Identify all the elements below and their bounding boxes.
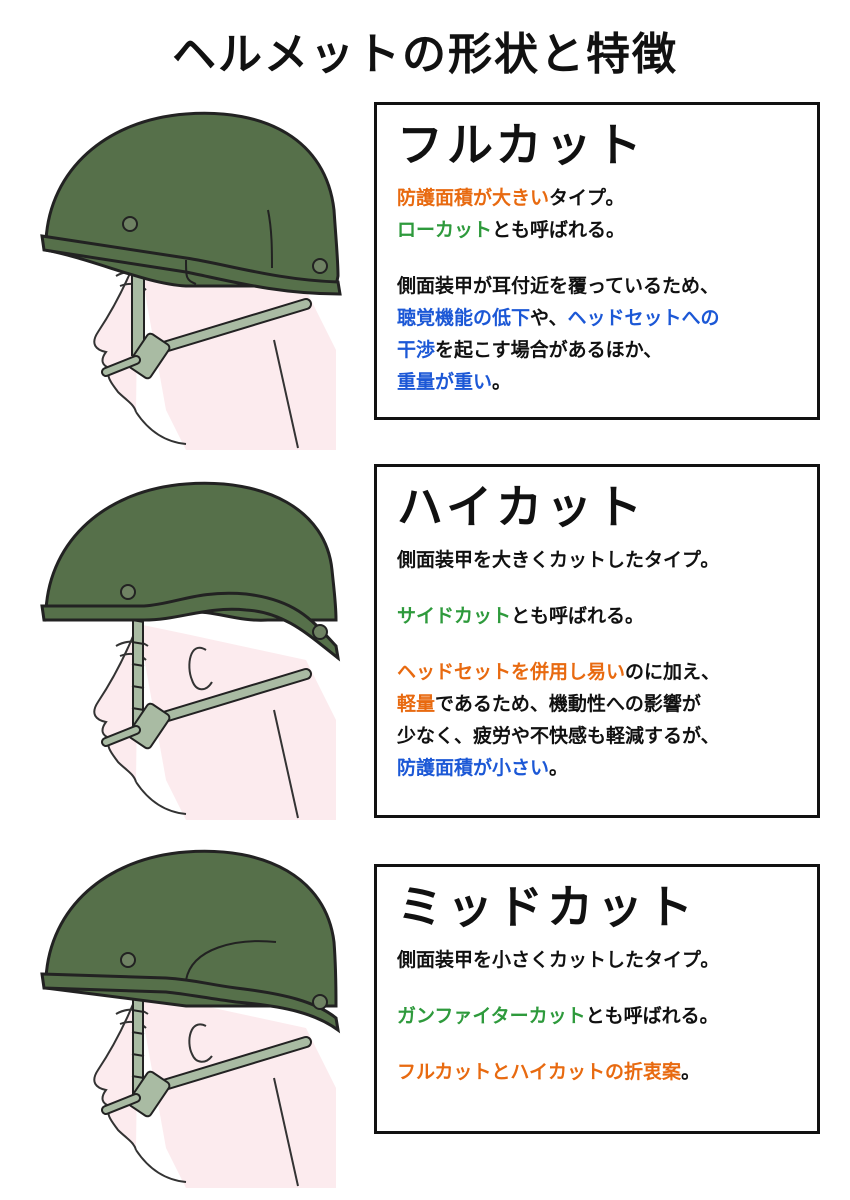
description-line: 防護面積が大きいタイプ。	[397, 182, 799, 214]
description-line: 重量が重い。	[397, 366, 799, 398]
text-segment: を起こす場合があるほか、	[435, 338, 663, 361]
highlight-green: ガンファイターカット	[397, 1004, 586, 1027]
card-title: ミッドカット	[397, 880, 697, 934]
description-line: 防護面積が小さい。	[397, 752, 799, 784]
description-line: 少なく、疲労や不快感も軽減するが、	[397, 720, 799, 752]
highlight-blue: ヘッドセットへの	[567, 306, 720, 329]
description-line: ヘッドセットを併用し易いのに加え、	[397, 656, 799, 688]
full-cut-card: フルカット 防護面積が大きいタイプ。ローカットとも呼ばれる。側面装甲が耳付近を覆…	[374, 102, 820, 420]
description-line: フルカットとハイカットの折衷案。	[397, 1056, 799, 1088]
page-title: ヘルメットの形状と特徴	[172, 29, 678, 80]
text-segment: 少なく、疲労や不快感も軽減するが、	[397, 724, 720, 747]
description-line: 側面装甲が耳付近を覆っているため、	[397, 270, 799, 302]
highlight-orange: 防護面積が大きい	[397, 186, 550, 209]
description-line: 側面装甲を大きくカットしたタイプ。	[397, 544, 799, 576]
text-segment: 。	[492, 370, 512, 393]
description-line: 干渉を起こす場合があるほか、	[397, 334, 799, 366]
highlight-blue: 重量が重い	[397, 370, 493, 393]
highlight-orange: 軽量	[397, 692, 436, 715]
line-gap	[397, 632, 799, 656]
card-body: 側面装甲を小さくカットしたタイプ。ガンファイターカットとも呼ばれる。フルカットと…	[397, 944, 799, 1088]
text-segment: 。	[681, 1060, 701, 1083]
full-cut-helmet-illustration	[40, 111, 342, 450]
mid-cut-card: ミッドカット 側面装甲を小さくカットしたタイプ。ガンファイターカットとも呼ばれる…	[374, 864, 820, 1134]
description-line: ガンファイターカットとも呼ばれる。	[397, 1000, 799, 1032]
text-segment: 側面装甲が耳付近を覆っているため、	[397, 274, 720, 297]
card-body: 防護面積が大きいタイプ。ローカットとも呼ばれる。側面装甲が耳付近を覆っているため…	[397, 182, 799, 398]
highlight-orange: ヘッドセットを併用し易い	[397, 660, 626, 683]
card-title: フルカット	[397, 118, 646, 172]
text-segment: のに加え、	[625, 660, 721, 683]
line-gap	[397, 576, 799, 600]
text-segment: とも呼ばれる。	[585, 1004, 719, 1027]
highlight-blue: 干渉	[397, 338, 436, 361]
description-line: ローカットとも呼ばれる。	[397, 214, 799, 246]
highlight-green: サイドカット	[397, 604, 512, 627]
text-segment: タイプ。	[549, 186, 625, 209]
line-gap	[397, 246, 799, 270]
mid-cut-helmet-illustration	[40, 849, 341, 1188]
card-body: 側面装甲を大きくカットしたタイプ。サイドカットとも呼ばれる。ヘッドセットを併用し…	[397, 544, 799, 784]
text-segment: であるため、機動性への影響が	[435, 692, 701, 715]
highlight-blue: 防護面積が小さい	[397, 756, 550, 779]
highlight-orange: フルカットとハイカットの折衷案	[397, 1060, 682, 1083]
high-cut-helmet-illustration	[40, 481, 341, 820]
highlight-green: ローカット	[397, 218, 493, 241]
text-segment: 。	[549, 756, 569, 779]
text-segment: 側面装甲を大きくカットしたタイプ。	[397, 548, 720, 571]
description-line: 軽量であるため、機動性への影響が	[397, 688, 799, 720]
description-line: 聴覚機能の低下や、ヘッドセットへの	[397, 302, 799, 334]
line-gap	[397, 976, 799, 1000]
description-line: サイドカットとも呼ばれる。	[397, 600, 799, 632]
highlight-blue: 聴覚機能の低下	[397, 306, 531, 329]
high-cut-card: ハイカット 側面装甲を大きくカットしたタイプ。サイドカットとも呼ばれる。ヘッドセ…	[374, 464, 820, 818]
text-segment: とも呼ばれる。	[511, 604, 645, 627]
description-line: 側面装甲を小さくカットしたタイプ。	[397, 944, 799, 976]
text-segment: や、	[530, 306, 568, 329]
card-title: ハイカット	[397, 480, 647, 534]
text-segment: 側面装甲を小さくカットしたタイプ。	[397, 948, 720, 971]
text-segment: とも呼ばれる。	[492, 218, 626, 241]
line-gap	[397, 1032, 799, 1056]
